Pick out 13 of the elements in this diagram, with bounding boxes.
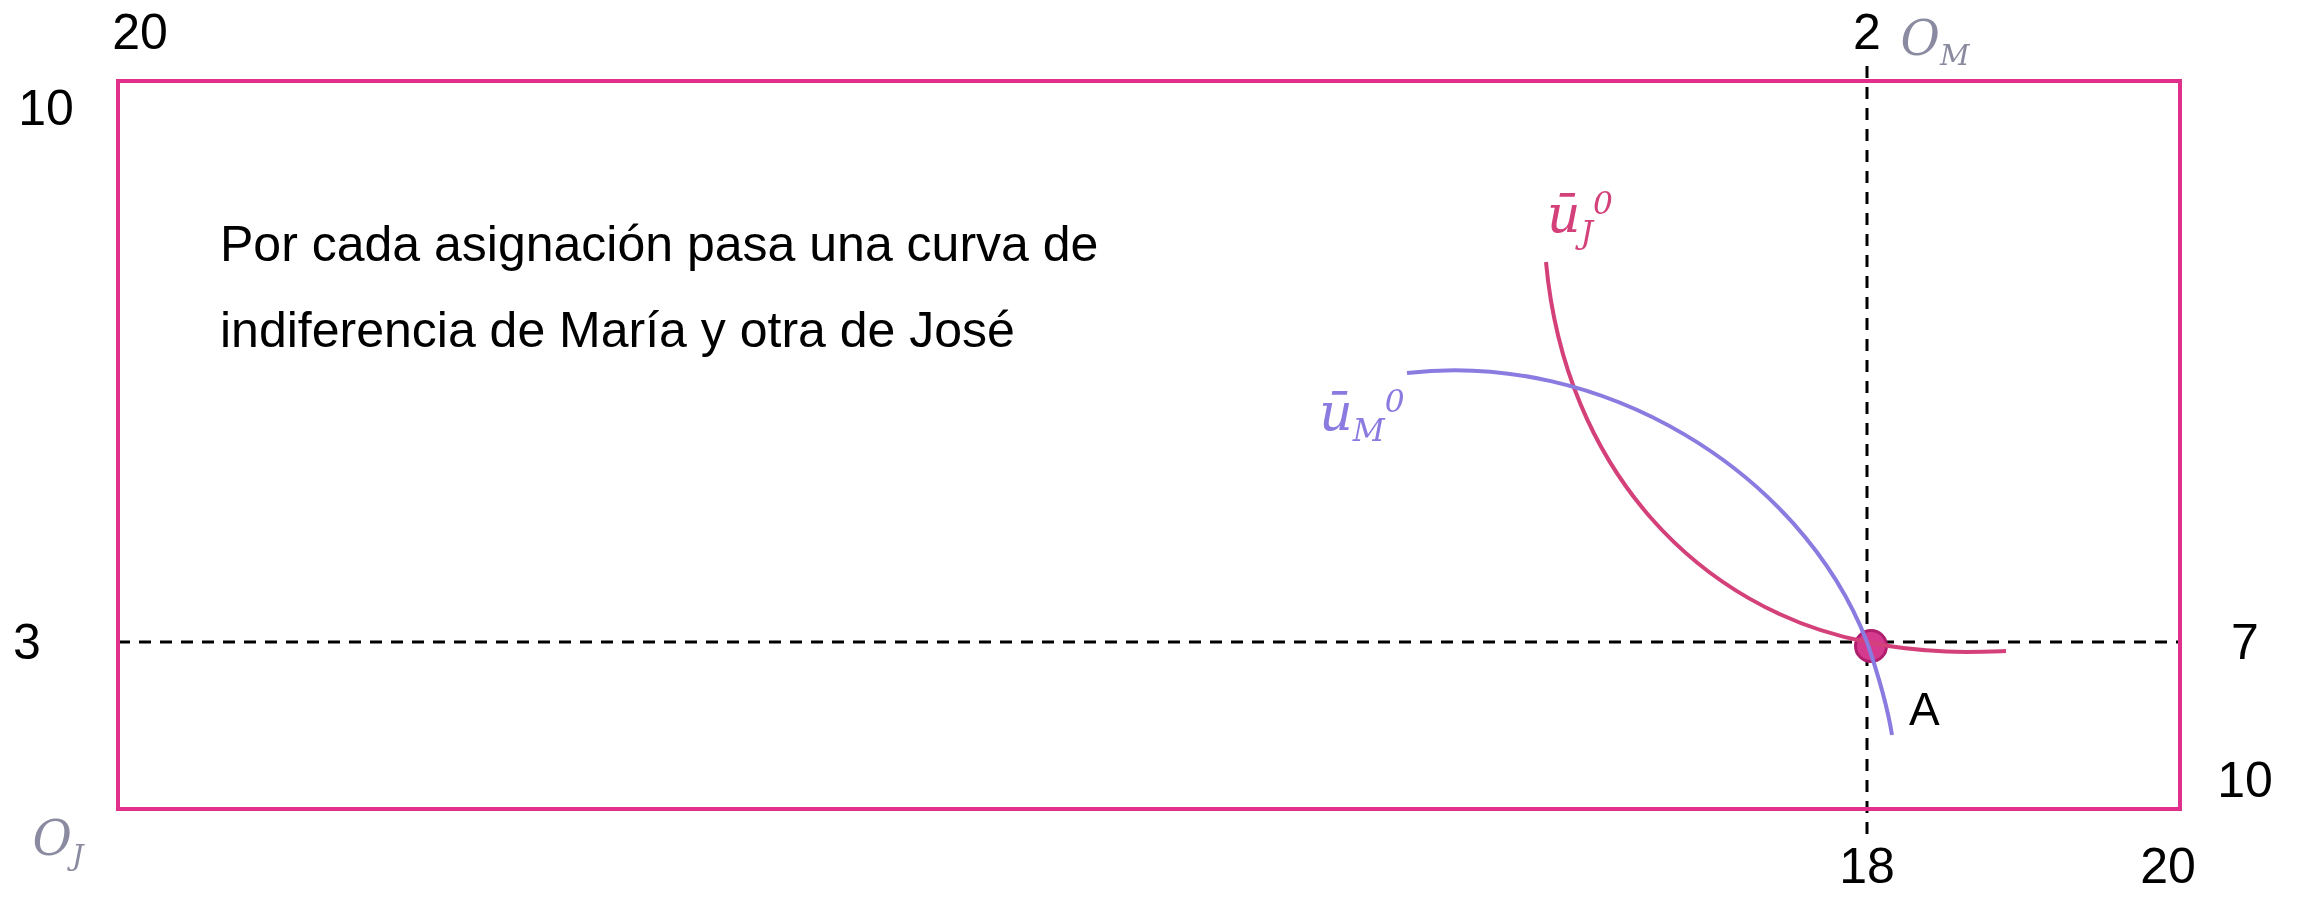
origin-label: O$_{J}$ <box>32 813 84 871</box>
axis-label: 20 <box>112 7 168 57</box>
axis-label: 3 <box>13 617 41 667</box>
edgeworth-box <box>116 79 2182 811</box>
note-text: Por cada asignación pasa una curva de indiferencia de María y otra de José <box>220 215 1100 360</box>
axis-label: 7 <box>2231 617 2259 667</box>
axis-label: 10 <box>2217 755 2273 805</box>
axis-label: 20 <box>2140 841 2196 891</box>
origin-label: O$_{M}$ <box>1900 13 1970 71</box>
axis-label: 10 <box>18 83 74 133</box>
axis-label: 18 <box>1839 841 1895 891</box>
axis-label: 2 <box>1853 7 1881 57</box>
point-label: A <box>1909 686 1940 732</box>
